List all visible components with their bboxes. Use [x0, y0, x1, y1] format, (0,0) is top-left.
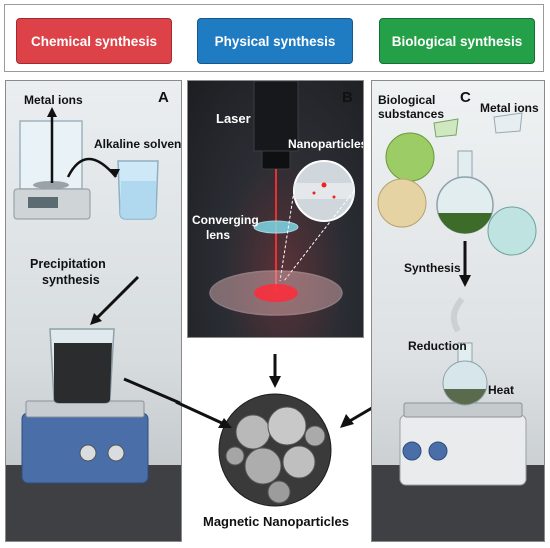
chemical-synthesis-label: Chemical synthesis	[30, 33, 158, 49]
laser-label: Laser	[216, 111, 251, 126]
heat-label: Heat	[488, 383, 515, 397]
converging-lens-label-1: Converging	[192, 213, 259, 227]
biological-synthesis-label: Biological synthesis	[391, 33, 523, 49]
panel-chemical: A Metal ions Alkaline solvent Precipitat…	[5, 80, 182, 542]
stirrer-knob-2	[107, 444, 125, 462]
fungi-dish-icon	[377, 178, 427, 228]
curved-arrow	[66, 157, 117, 178]
precipitation-arrow	[94, 275, 140, 321]
reduction-label: Reduction	[408, 339, 467, 353]
result-area: Magnetic Nanoparticles	[187, 338, 364, 542]
chemical-illustration	[6, 107, 181, 541]
precipitation-label-2: synthesis	[42, 273, 100, 287]
laser-illustration	[209, 81, 355, 316]
laser-body-icon	[253, 81, 299, 152]
method-header: Chemical synthesis Physical synthesis Bi…	[4, 4, 544, 72]
bacteria-dish-icon	[385, 132, 435, 182]
panel-a-tag: A	[158, 89, 169, 106]
panel-physical: B Laser Nanoparticles Converging lens	[187, 80, 364, 338]
biological-substances-label-1: Biological	[378, 93, 436, 107]
panel-b-tag: B	[342, 89, 353, 106]
magnetic-nanoparticles-label: Magnetic Nanoparticles	[203, 514, 349, 529]
biological-substances-label-2: substances	[378, 107, 445, 121]
balance-display	[28, 197, 58, 208]
nanoparticle-zoom-icon	[487, 206, 537, 256]
chemical-synthesis-pill: Chemical synthesis	[16, 18, 172, 64]
biological-synthesis-pill: Biological synthesis	[379, 18, 535, 64]
metal-ions-label: Metal ions	[24, 93, 83, 107]
physical-synthesis-label: Physical synthesis	[214, 33, 336, 49]
laser-nozzle	[261, 150, 291, 170]
precipitation-label-1: Precipitation	[30, 257, 106, 271]
to-result-arrow-left	[123, 377, 181, 405]
converging-lens-label-2: lens	[206, 228, 231, 242]
alkaline-solution	[120, 181, 156, 219]
laser-spot	[254, 284, 298, 302]
converging-lens-icon	[253, 220, 299, 234]
black-precipitate	[54, 343, 112, 403]
metal-ion-beaker-icon	[493, 112, 523, 134]
panel-biological: C Biological substances Metal ions Synth…	[371, 80, 545, 542]
balance-pan	[33, 181, 69, 189]
synthesis-label: Synthesis	[404, 261, 461, 275]
curved-arrow-head	[110, 169, 120, 177]
result-illustration	[218, 354, 332, 507]
biological-illustration	[372, 112, 544, 541]
panel-c-tag: C	[460, 89, 471, 106]
bio-beaker-icon	[433, 118, 459, 138]
stirrer-knob-1	[79, 444, 97, 462]
alkaline-solvent-label: Alkaline solvent	[94, 137, 182, 151]
physical-synthesis-pill: Physical synthesis	[197, 18, 353, 64]
steam	[450, 297, 465, 333]
metal-ions-label-c: Metal ions	[480, 101, 539, 115]
nanoparticles-label: Nanoparticles	[288, 137, 364, 151]
